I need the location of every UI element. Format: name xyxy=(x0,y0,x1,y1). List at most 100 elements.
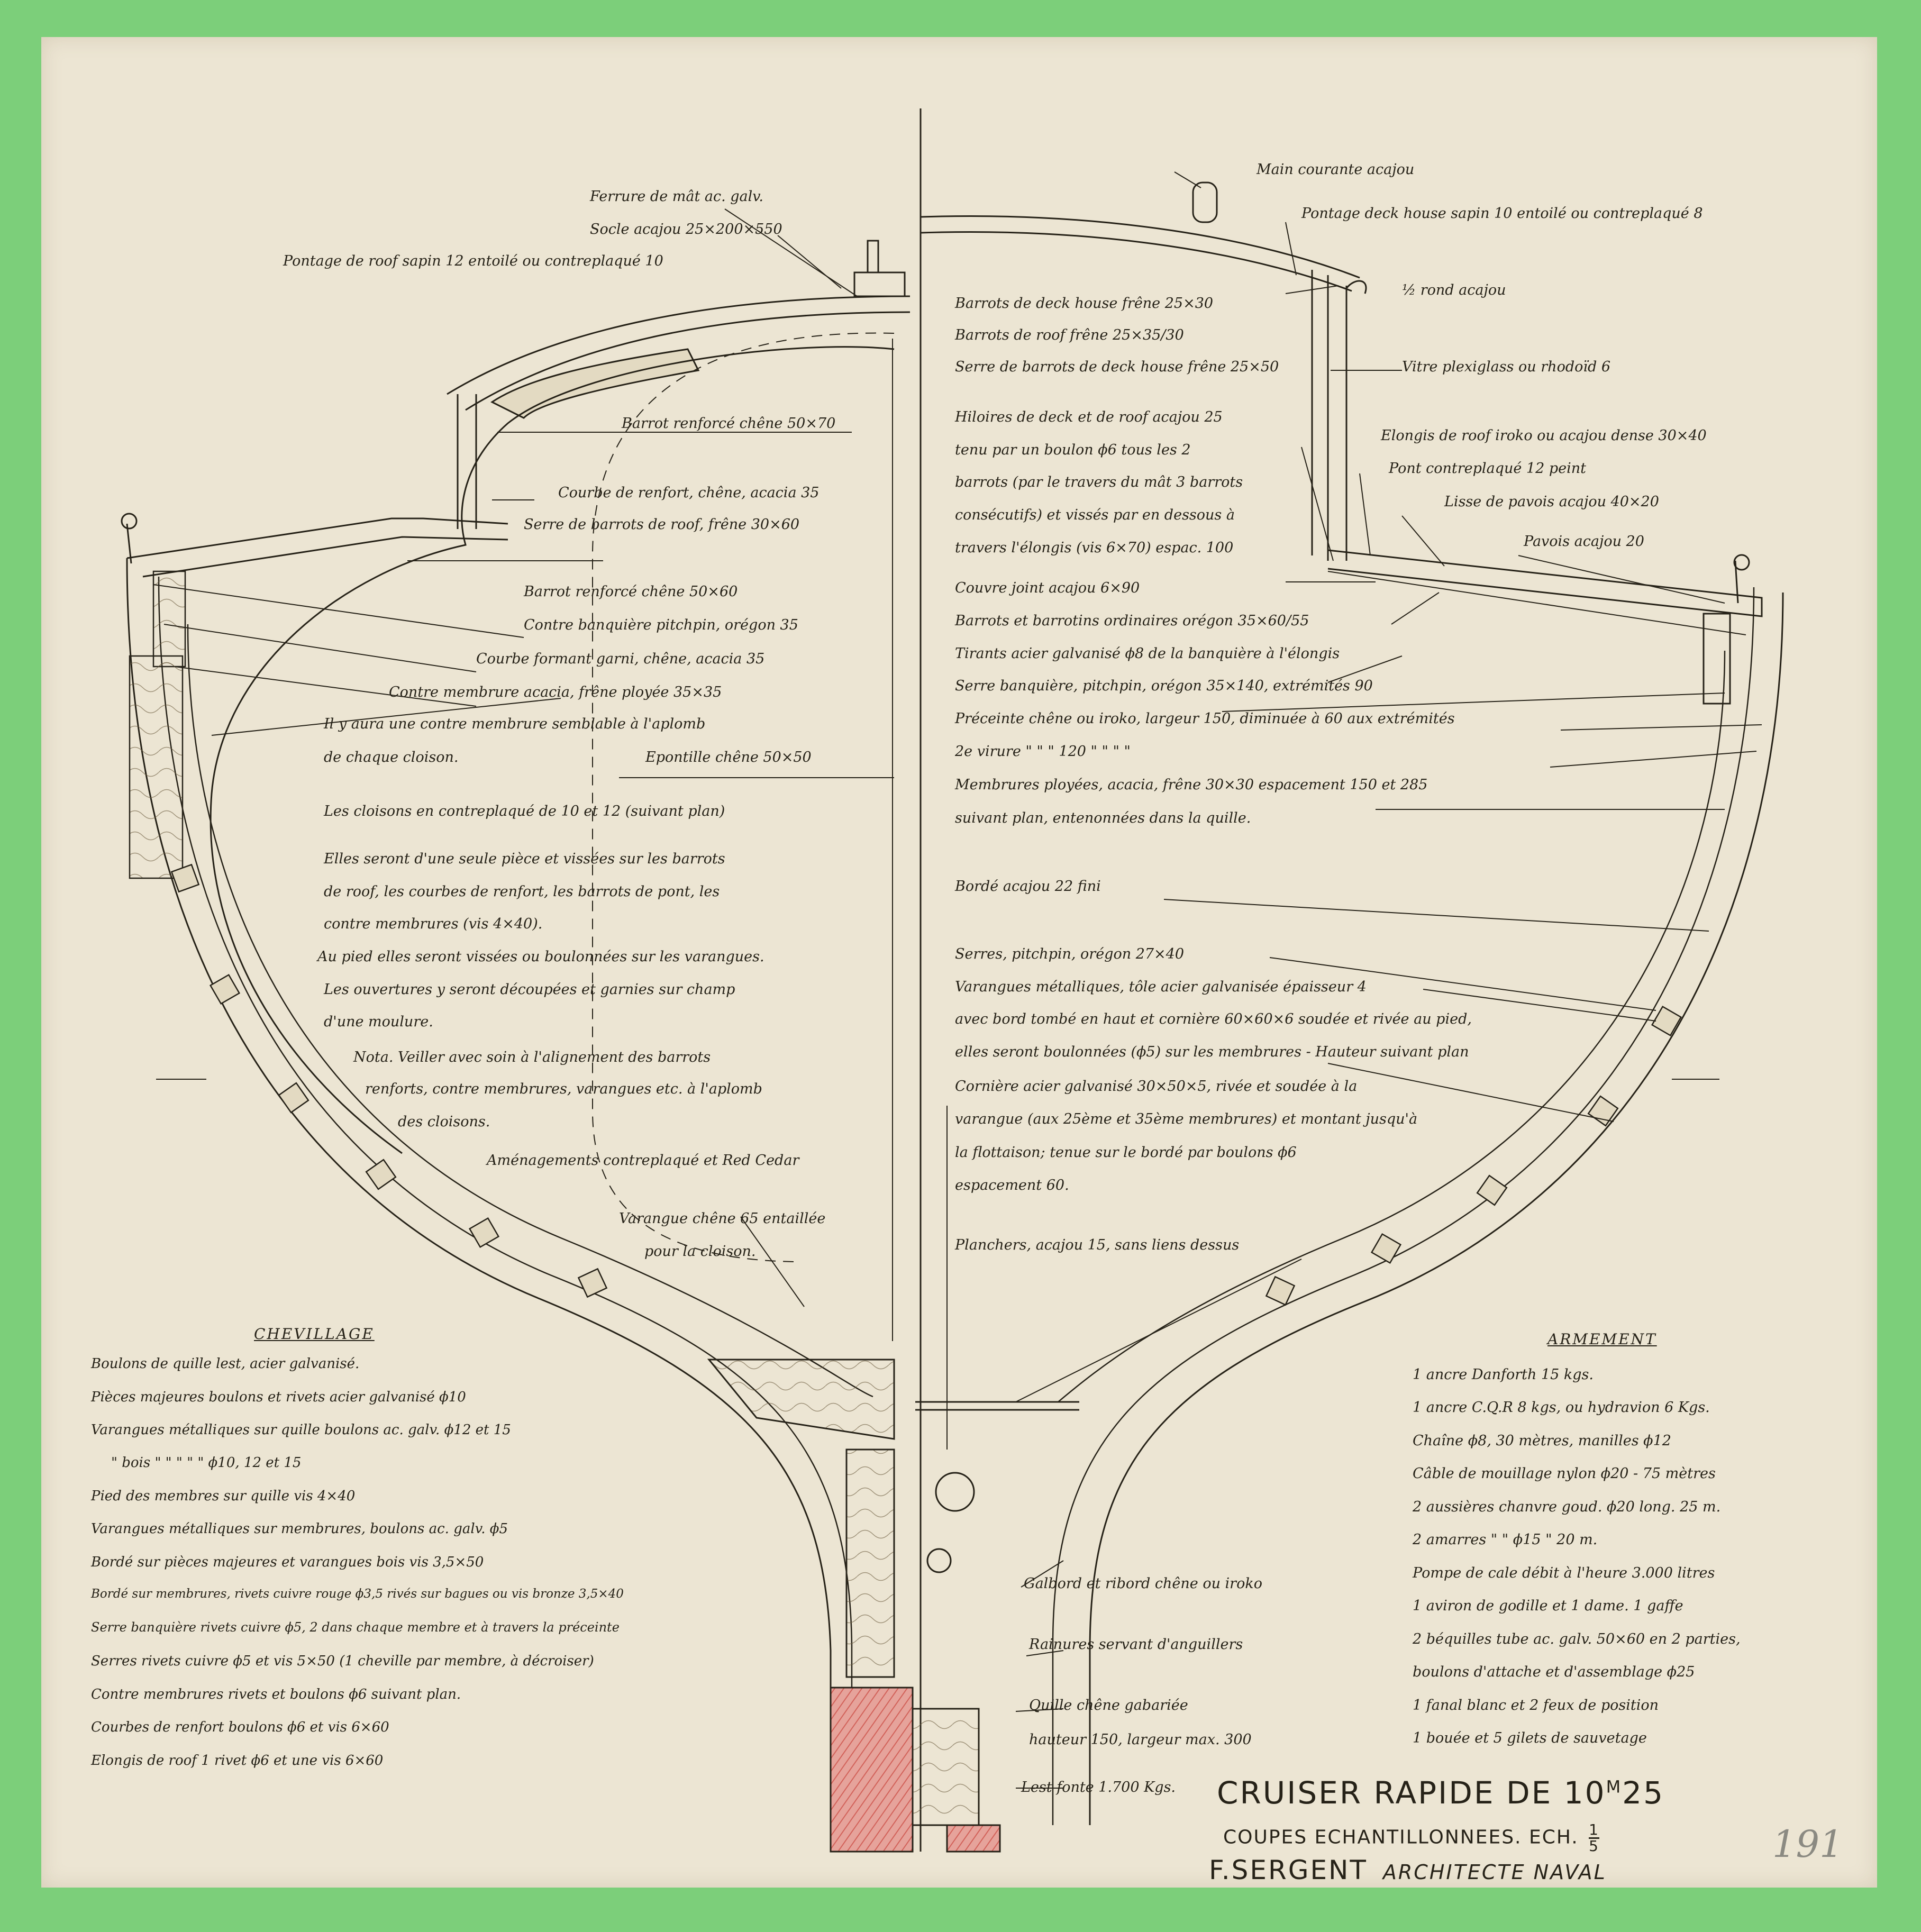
label-membrures-2: suivant plan, entenonnées dans la quille… xyxy=(955,810,1251,826)
label-contre-membrure: Contre membrure acacia, frêne ployée 35×… xyxy=(389,684,722,700)
label-corniere-4: espacement 60. xyxy=(955,1177,1069,1193)
label-varangue-cloison: pour la cloison. xyxy=(644,1243,756,1260)
chevillage-line: Bordé sur pièces majeures et varangues b… xyxy=(91,1554,484,1570)
drawing-title: CRUISER RAPIDE DE 10M25 xyxy=(1217,1778,1664,1808)
label-cloisons-4: Au pied elles seront vissées ou boulonné… xyxy=(317,949,764,965)
label-courbe-garni: Courbe formant garni, chêne, acacia 35 xyxy=(476,651,765,667)
label-preceinte: Préceinte chêne ou iroko, largeur 150, d… xyxy=(955,710,1455,727)
label-varangues-met-2: avec bord tombé en haut et cornière 60×6… xyxy=(955,1011,1472,1027)
label-note-aplomb-2: de chaque cloison. xyxy=(324,749,459,765)
author-role: ARCHITECTE NAVAL xyxy=(1382,1861,1607,1884)
hull-outer xyxy=(126,558,832,1825)
label-quille-2: hauteur 150, largeur max. 300 xyxy=(1029,1731,1252,1748)
label-corniere-2: varangue (aux 25ème et 35ème membrures) … xyxy=(955,1111,1418,1127)
chevillage-line: Varangues métalliques sur membrures, bou… xyxy=(91,1521,508,1537)
label-barrot-renforce-60: Barrot renforcé chêne 50×60 xyxy=(524,584,738,600)
label-hiloires-5: travers l'élongis (vis 6×70) espac. 100 xyxy=(955,540,1234,556)
label-nota-2: renforts, contre membrures, varangues et… xyxy=(365,1081,762,1097)
armement-line: 1 ancre C.Q.R 8 kgs, ou hydravion 6 Kgs. xyxy=(1413,1399,1710,1416)
label-socle: Socle acajou 25×200×550 xyxy=(590,221,782,238)
label-serre-barrots-roof: Serre de barrots de roof, frêne 30×60 xyxy=(524,516,800,533)
label-nota-1: Nota. Veiller avec soin à l'alignement d… xyxy=(353,1049,711,1065)
armement-line: 2 amarres " " ϕ15 " 20 m. xyxy=(1413,1532,1598,1548)
label-pont-contreplaque: Pont contreplaqué 12 peint xyxy=(1389,460,1586,477)
label-main-courante: Main courante acajou xyxy=(1257,161,1415,178)
label-vitre: Vitre plexiglass ou rhodoïd 6 xyxy=(1402,359,1611,375)
label-pavois: Pavois acajou 20 xyxy=(1524,533,1644,550)
label-courbe-renfort: Courbe de renfort, chêne, acacia 35 xyxy=(558,485,820,501)
chevillage-line: Pièces majeures boulons et rivets acier … xyxy=(91,1389,466,1405)
label-varangues-met-3: elles seront boulonnées (ϕ5) sur les mem… xyxy=(955,1044,1469,1060)
label-lisse-pavois: Lisse de pavois acajou 40×20 xyxy=(1444,494,1659,510)
armement-line: Câble de mouillage nylon ϕ20 - 75 mètres xyxy=(1413,1465,1716,1482)
label-barrots-roof: Barrots de roof frêne 25×35/30 xyxy=(955,327,1184,343)
chevillage-line: Serre banquière rivets cuivre ϕ5, 2 dans… xyxy=(91,1620,620,1635)
label-elongis-roof: Elongis de roof iroko ou acajou dense 30… xyxy=(1381,427,1707,444)
armement-line: 1 fanal blanc et 2 feux de position xyxy=(1413,1697,1659,1714)
label-amenagements: Aménagements contreplaqué et Red Cedar xyxy=(487,1152,799,1169)
label-corniere-3: la flottaison; tenue sur le bordé par bo… xyxy=(955,1144,1297,1161)
drawing-title-sup: M xyxy=(1606,1776,1623,1797)
label-galbord: Galbord et ribord chêne ou iroko xyxy=(1024,1575,1262,1592)
ballast-right xyxy=(946,1824,1001,1853)
label-corniere-1: Cornière acier galvanisé 30×50×5, rivée … xyxy=(955,1078,1358,1095)
label-barrot-renforce-70: Barrot renforcé chêne 50×70 xyxy=(622,415,836,432)
label-varangues-met-1: Varangues métalliques, tôle acier galvan… xyxy=(955,979,1367,995)
label-membrures: Membrures ployées, acacia, frêne 30×30 e… xyxy=(955,777,1428,793)
chevillage-line: Elongis de roof 1 rivet ϕ6 et une vis 6×… xyxy=(91,1753,384,1769)
scale-numerator: 1 xyxy=(1589,1821,1599,1839)
label-hiloires-2: tenu par un boulon ϕ6 tous les 2 xyxy=(955,442,1191,458)
chevillage-line: Bordé sur membrures, rivets cuivre rouge… xyxy=(91,1587,624,1601)
chevillage-line: Boulons de quille lest, acier galvanisé. xyxy=(91,1356,360,1372)
label-cloisons-2: de roof, les courbes de renfort, les bar… xyxy=(324,883,720,900)
author-block: F.SERGENT ARCHITECTE NAVAL xyxy=(1209,1857,1607,1883)
armement-heading: ARMEMENT xyxy=(1547,1330,1657,1348)
chevillage-line: " bois " " " " " ϕ10, 12 et 15 xyxy=(111,1455,302,1471)
drawing-subtitle: COUPES ECHANTILLONNEES. ECH. 1 5 xyxy=(1223,1822,1599,1854)
label-pontage-deckhouse: Pontage deck house sapin 10 entoilé ou c… xyxy=(1301,205,1703,222)
drawing-title-end: 25 xyxy=(1622,1775,1664,1811)
armement-line: 2 béquilles tube ac. galv. 50×60 en 2 pa… xyxy=(1413,1631,1741,1647)
label-hiloires-4: consécutifs) et vissés par en dessous à xyxy=(955,507,1235,523)
label-barrots-ordinaires: Barrots et barrotins ordinaires orégon 3… xyxy=(955,613,1309,629)
label-planchers: Planchers, acajou 15, sans liens dessus xyxy=(955,1237,1240,1253)
chevillage-line: Pied des membres sur quille vis 4×40 xyxy=(91,1488,356,1504)
ballast-left xyxy=(830,1687,914,1853)
deckhouse-right xyxy=(920,215,1360,279)
label-rainures: Rainures servant d'anguillers xyxy=(1029,1636,1243,1653)
label-cloisons-5: Les ouvertures y seront découpées et gar… xyxy=(324,981,735,998)
armement-line: Pompe de cale débit à l'heure 3.000 litr… xyxy=(1413,1565,1715,1581)
label-note-aplomb-1: Il y aura une contre membrure semblable … xyxy=(324,716,706,732)
drawing-title-main: CRUISER RAPIDE DE 10 xyxy=(1217,1775,1606,1811)
label-nota-3: des cloisons. xyxy=(398,1114,490,1130)
label-lest: Lest fonte 1.700 Kgs. xyxy=(1021,1779,1176,1796)
armement-line: 2 aussières chanvre goud. ϕ20 long. 25 m… xyxy=(1413,1499,1721,1515)
label-2e-virure: 2e virure " " " 120 " " " " xyxy=(955,743,1131,760)
chevillage-heading: CHEVILLAGE xyxy=(254,1325,375,1343)
label-pontage-roof: Pontage de roof sapin 12 entoilé ou cont… xyxy=(283,253,663,269)
label-hiloires-1: Hiloires de deck et de roof acajou 25 xyxy=(955,409,1223,425)
chevillage-line: Serres rivets cuivre ϕ5 et vis 5×50 (1 c… xyxy=(91,1653,594,1669)
armement-line: 1 aviron de godille et 1 dame. 1 gaffe xyxy=(1413,1598,1683,1614)
sheet-number: 191 xyxy=(1772,1822,1843,1866)
label-hiloires-3: barrots (par le travers du mât 3 barrots xyxy=(955,474,1243,490)
label-demi-rond: ½ rond acajou xyxy=(1402,282,1506,298)
label-barrots-deckhouse: Barrots de deck house frêne 25×30 xyxy=(955,295,1214,312)
label-couvre-joint: Couvre joint acajou 6×90 xyxy=(955,580,1140,596)
label-cloisons: Les cloisons en contreplaqué de 10 et 12… xyxy=(324,803,725,819)
armement-line: boulons d'attache et d'assemblage ϕ25 xyxy=(1413,1664,1695,1680)
label-serre-barrots-deckhouse: Serre de barrots de deck house frêne 25×… xyxy=(955,359,1279,375)
label-cloisons-1: Elles seront d'une seule pièce et vissée… xyxy=(324,851,725,867)
chevillage-line: Contre membrures rivets et boulons ϕ6 su… xyxy=(91,1687,461,1702)
label-epontille: Epontille chêne 50×50 xyxy=(645,749,812,765)
label-cloisons-6: d'une moulure. xyxy=(324,1014,433,1030)
chevillage-line: Courbes de renfort boulons ϕ6 et vis 6×6… xyxy=(91,1719,389,1735)
label-cloisons-3: contre membrures (vis 4×40). xyxy=(324,916,543,932)
label-tirants: Tirants acier galvanisé ϕ8 de la banquiè… xyxy=(955,645,1340,662)
scale-denominator: 5 xyxy=(1589,1837,1599,1855)
label-ferrure-mat: Ferrure de mât ac. galv. xyxy=(590,188,763,205)
label-borde: Bordé acajou 22 fini xyxy=(955,878,1101,895)
label-varangue-chene: Varangue chêne 65 entaillée xyxy=(619,1210,826,1227)
author-name: F.SERGENT xyxy=(1209,1855,1368,1885)
